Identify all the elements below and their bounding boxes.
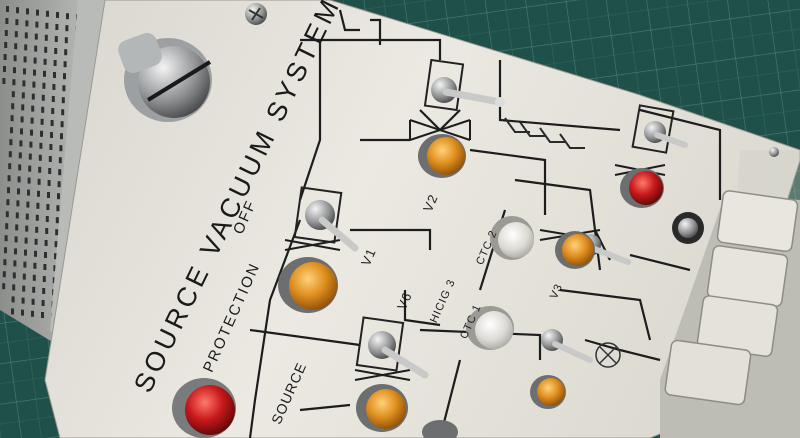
rotary-switch[interactable] [672, 212, 704, 244]
toggle-switch-v2[interactable] [423, 58, 505, 112]
lamp-amber-lower [530, 375, 566, 409]
lamp-clear-ctc2 [490, 216, 534, 260]
lamp-amber-v2 [418, 134, 466, 178]
valve-symbol [595, 342, 621, 368]
screw-right-top [769, 147, 779, 157]
lamp-amber-v1 [278, 257, 338, 313]
thumbscrew-knob[interactable] [115, 30, 212, 122]
toggle-switch-right[interactable] [631, 104, 688, 154]
push-button-4[interactable] [664, 339, 752, 406]
lamp-amber-bottom [422, 420, 458, 438]
flow-arrows [504, 117, 585, 149]
push-button-block [660, 190, 800, 438]
valve-symbol-cross [599, 346, 617, 364]
lamp-red-protection [172, 378, 236, 438]
lamp-red-right [620, 168, 664, 208]
toggle-switch-lower[interactable] [541, 329, 593, 363]
screw-top [245, 3, 267, 25]
lamp-amber-v6 [356, 384, 408, 432]
lamp-clear-ctc1 [466, 306, 514, 350]
push-button-1[interactable] [716, 190, 799, 253]
lamp-amber-v3 [555, 231, 595, 269]
toggle-switch-v6[interactable] [355, 316, 429, 379]
toggle-switch-v1[interactable] [293, 186, 359, 252]
schematic-lines [248, 9, 722, 438]
